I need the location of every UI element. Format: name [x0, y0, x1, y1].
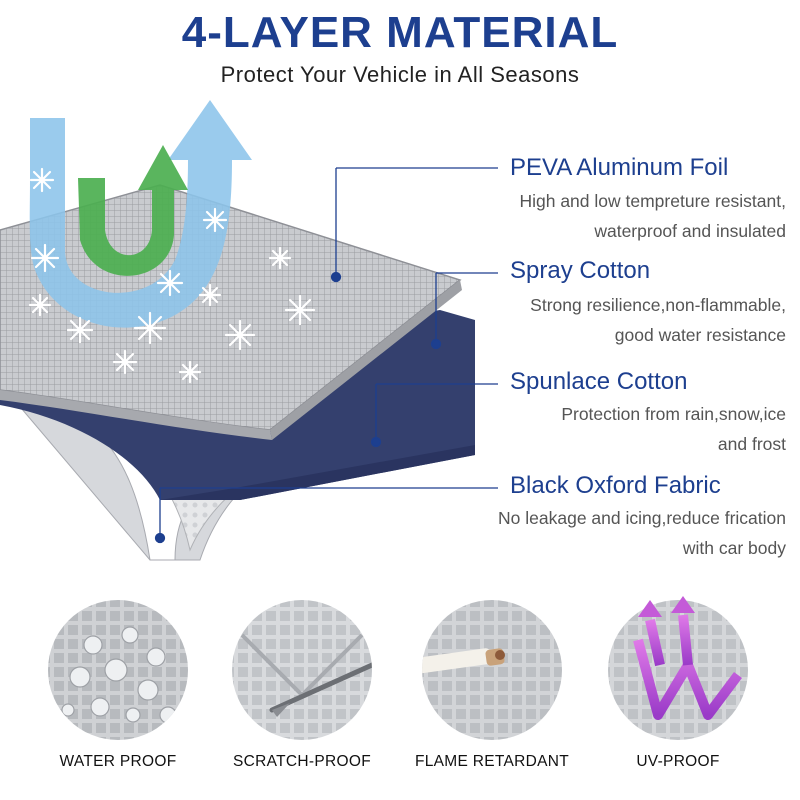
- layer-desc-peva: High and low tempreture resistant,waterp…: [519, 191, 786, 241]
- feature-uv-proof: UV-PROOF: [598, 595, 758, 790]
- scratch-tool-icon: [232, 600, 372, 740]
- feature-flame-retardant: FLAME RETARDANT: [412, 595, 572, 790]
- page-subtitle: Protect Your Vehicle in All Seasons: [220, 62, 580, 87]
- cigarette-icon: [422, 600, 562, 740]
- feature-label: SCRATCH-PROOF: [233, 753, 371, 770]
- water-drops-icon: [48, 600, 188, 740]
- feature-scratch-proof: SCRATCH-PROOF: [222, 595, 382, 790]
- feature-label: FLAME RETARDANT: [414, 753, 570, 770]
- snowflake-icons: [28, 167, 316, 384]
- layer-desc-spray-cotton: Strong resilience,non-flammable,good wat…: [530, 295, 786, 345]
- material-layers-illustration: [0, 100, 475, 561]
- green-heat-arrow: [78, 145, 188, 276]
- feature-label: WATER PROOF: [59, 753, 177, 770]
- page-title: 4-LAYER MATERIAL: [181, 8, 619, 57]
- layer-name-spray-cotton: Spray Cotton: [510, 257, 651, 284]
- blue-heat-arrow: [29, 100, 253, 328]
- layer-name-black-oxford: Black Oxford Fabric: [510, 472, 721, 499]
- feature-water-proof: WATER PROOF: [38, 595, 198, 790]
- uv-arrows-icon: [608, 596, 748, 740]
- layer-name-spunlace-cotton: Spunlace Cotton: [510, 368, 688, 395]
- layer-name-peva: PEVA Aluminum Foil: [510, 154, 729, 181]
- feature-label: UV-PROOF: [636, 753, 720, 770]
